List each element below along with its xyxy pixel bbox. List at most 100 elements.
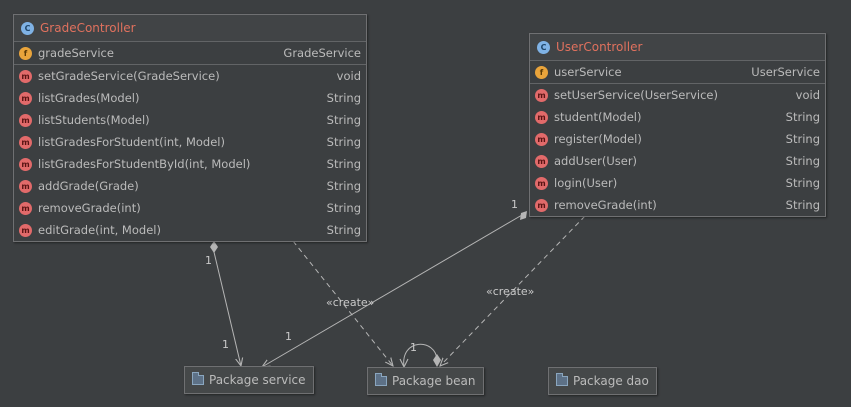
method-return-type: String [326,201,361,215]
method-name: listGrades(Model) [38,91,140,105]
method-name: setGradeService(GradeService) [38,69,220,83]
method-name: login(User) [554,176,618,190]
method-row[interactable]: m student(Model) String [530,106,825,128]
method-row[interactable]: m listGrades(Model) String [14,87,366,109]
multiplicity-grade-source: 1 [205,254,212,267]
field-type: GradeService [283,46,361,60]
method-return-type: void [336,69,361,83]
method-name: addUser(User) [554,154,638,168]
method-name: listGradesForStudent(int, Model) [38,135,225,149]
field-type: UserService [751,65,820,79]
method-icon: m [19,223,32,237]
method-icon: m [535,110,548,124]
package-icon [192,372,204,385]
edge-grade-to-service[interactable] [213,251,241,366]
method-icon: m [19,69,32,83]
method-name: listStudents(Model) [38,113,150,127]
method-row[interactable]: m removeGrade(int) String [14,197,366,219]
package-icon [375,373,387,386]
class-name: UserController [556,40,643,54]
class-icon: C [21,21,34,35]
method-icon: m [535,154,548,168]
package-label: Package dao [573,374,649,388]
method-icon: m [19,179,32,193]
fields-section: f gradeService GradeService [14,42,366,65]
multiplicity-user-target: 1 [285,330,292,343]
class-icon: C [537,40,550,54]
multiplicity-bean-self: 1 [410,341,417,354]
method-return-type: String [785,110,820,124]
field-icon: f [535,65,548,79]
package-bean[interactable]: Package bean [367,367,484,395]
method-return-type: void [795,88,820,102]
method-return-type: String [326,135,361,149]
method-row[interactable]: m login(User) String [530,172,825,194]
method-name: addGrade(Grade) [38,179,139,193]
edge-user-to-service[interactable] [262,214,523,367]
class-header: C UserController [530,34,825,61]
method-return-type: String [326,157,361,171]
method-name: register(Model) [554,132,642,146]
method-row[interactable]: m setGradeService(GradeService) void [14,65,366,87]
method-return-type: String [326,223,361,237]
field-name: gradeService [38,46,114,60]
stereotype-user-create: «create» [486,285,535,298]
stereotype-grade-create: «create» [326,296,375,309]
package-dao[interactable]: Package dao [548,367,657,395]
method-row[interactable]: m listGradesForStudent(int, Model) Strin… [14,131,366,153]
edge-bean-self[interactable] [403,343,438,368]
diamond-user-service [520,211,527,220]
method-return-type: String [785,154,820,168]
method-row[interactable]: m setUserService(UserService) void [530,84,825,106]
multiplicity-grade-target: 1 [222,338,229,351]
method-icon: m [535,176,548,190]
field-row[interactable]: f userService UserService [530,61,825,83]
method-name: listGradesForStudentById(int, Model) [38,157,251,171]
method-row[interactable]: m addUser(User) String [530,150,825,172]
method-return-type: String [785,132,820,146]
methods-section: m setUserService(UserService) void m stu… [530,84,825,216]
class-grade-controller[interactable]: C GradeController f gradeService GradeSe… [13,14,367,242]
method-row[interactable]: m listStudents(Model) String [14,109,366,131]
method-icon: m [19,113,32,127]
method-return-type: String [785,198,820,212]
method-return-type: String [326,91,361,105]
field-row[interactable]: f gradeService GradeService [14,42,366,64]
package-label: Package service [209,373,306,387]
method-name: editGrade(int, Model) [38,223,161,237]
method-name: setUserService(UserService) [554,88,718,102]
package-icon [556,373,568,386]
method-icon: m [19,201,32,215]
method-row[interactable]: m register(Model) String [530,128,825,150]
method-return-type: String [326,179,361,193]
method-icon: m [535,88,548,102]
multiplicity-user-source: 1 [511,198,518,211]
method-icon: m [19,135,32,149]
method-row[interactable]: m removeGrade(int) String [530,194,825,216]
diamond-bean-self [433,354,441,367]
field-name: userService [554,65,622,79]
field-icon: f [19,46,32,60]
class-header: C GradeController [14,15,366,42]
method-icon: m [19,91,32,105]
package-service[interactable]: Package service [184,366,314,394]
method-name: removeGrade(int) [38,201,141,215]
method-row[interactable]: m editGrade(int, Model) String [14,219,366,241]
edge-user-create-bean[interactable] [440,215,586,366]
class-name: GradeController [40,21,136,35]
method-return-type: String [785,176,820,190]
method-name: removeGrade(int) [554,198,657,212]
method-row[interactable]: m listGradesForStudentById(int, Model) S… [14,153,366,175]
method-return-type: String [326,113,361,127]
method-icon: m [19,157,32,171]
method-icon: m [535,198,548,212]
fields-section: f userService UserService [530,61,825,84]
diamond-grade-service [210,241,218,253]
method-row[interactable]: m addGrade(Grade) String [14,175,366,197]
class-user-controller[interactable]: C UserController f userService UserServi… [529,33,826,217]
method-name: student(Model) [554,110,642,124]
package-label: Package bean [392,374,476,388]
methods-section: m setGradeService(GradeService) void m l… [14,65,366,241]
